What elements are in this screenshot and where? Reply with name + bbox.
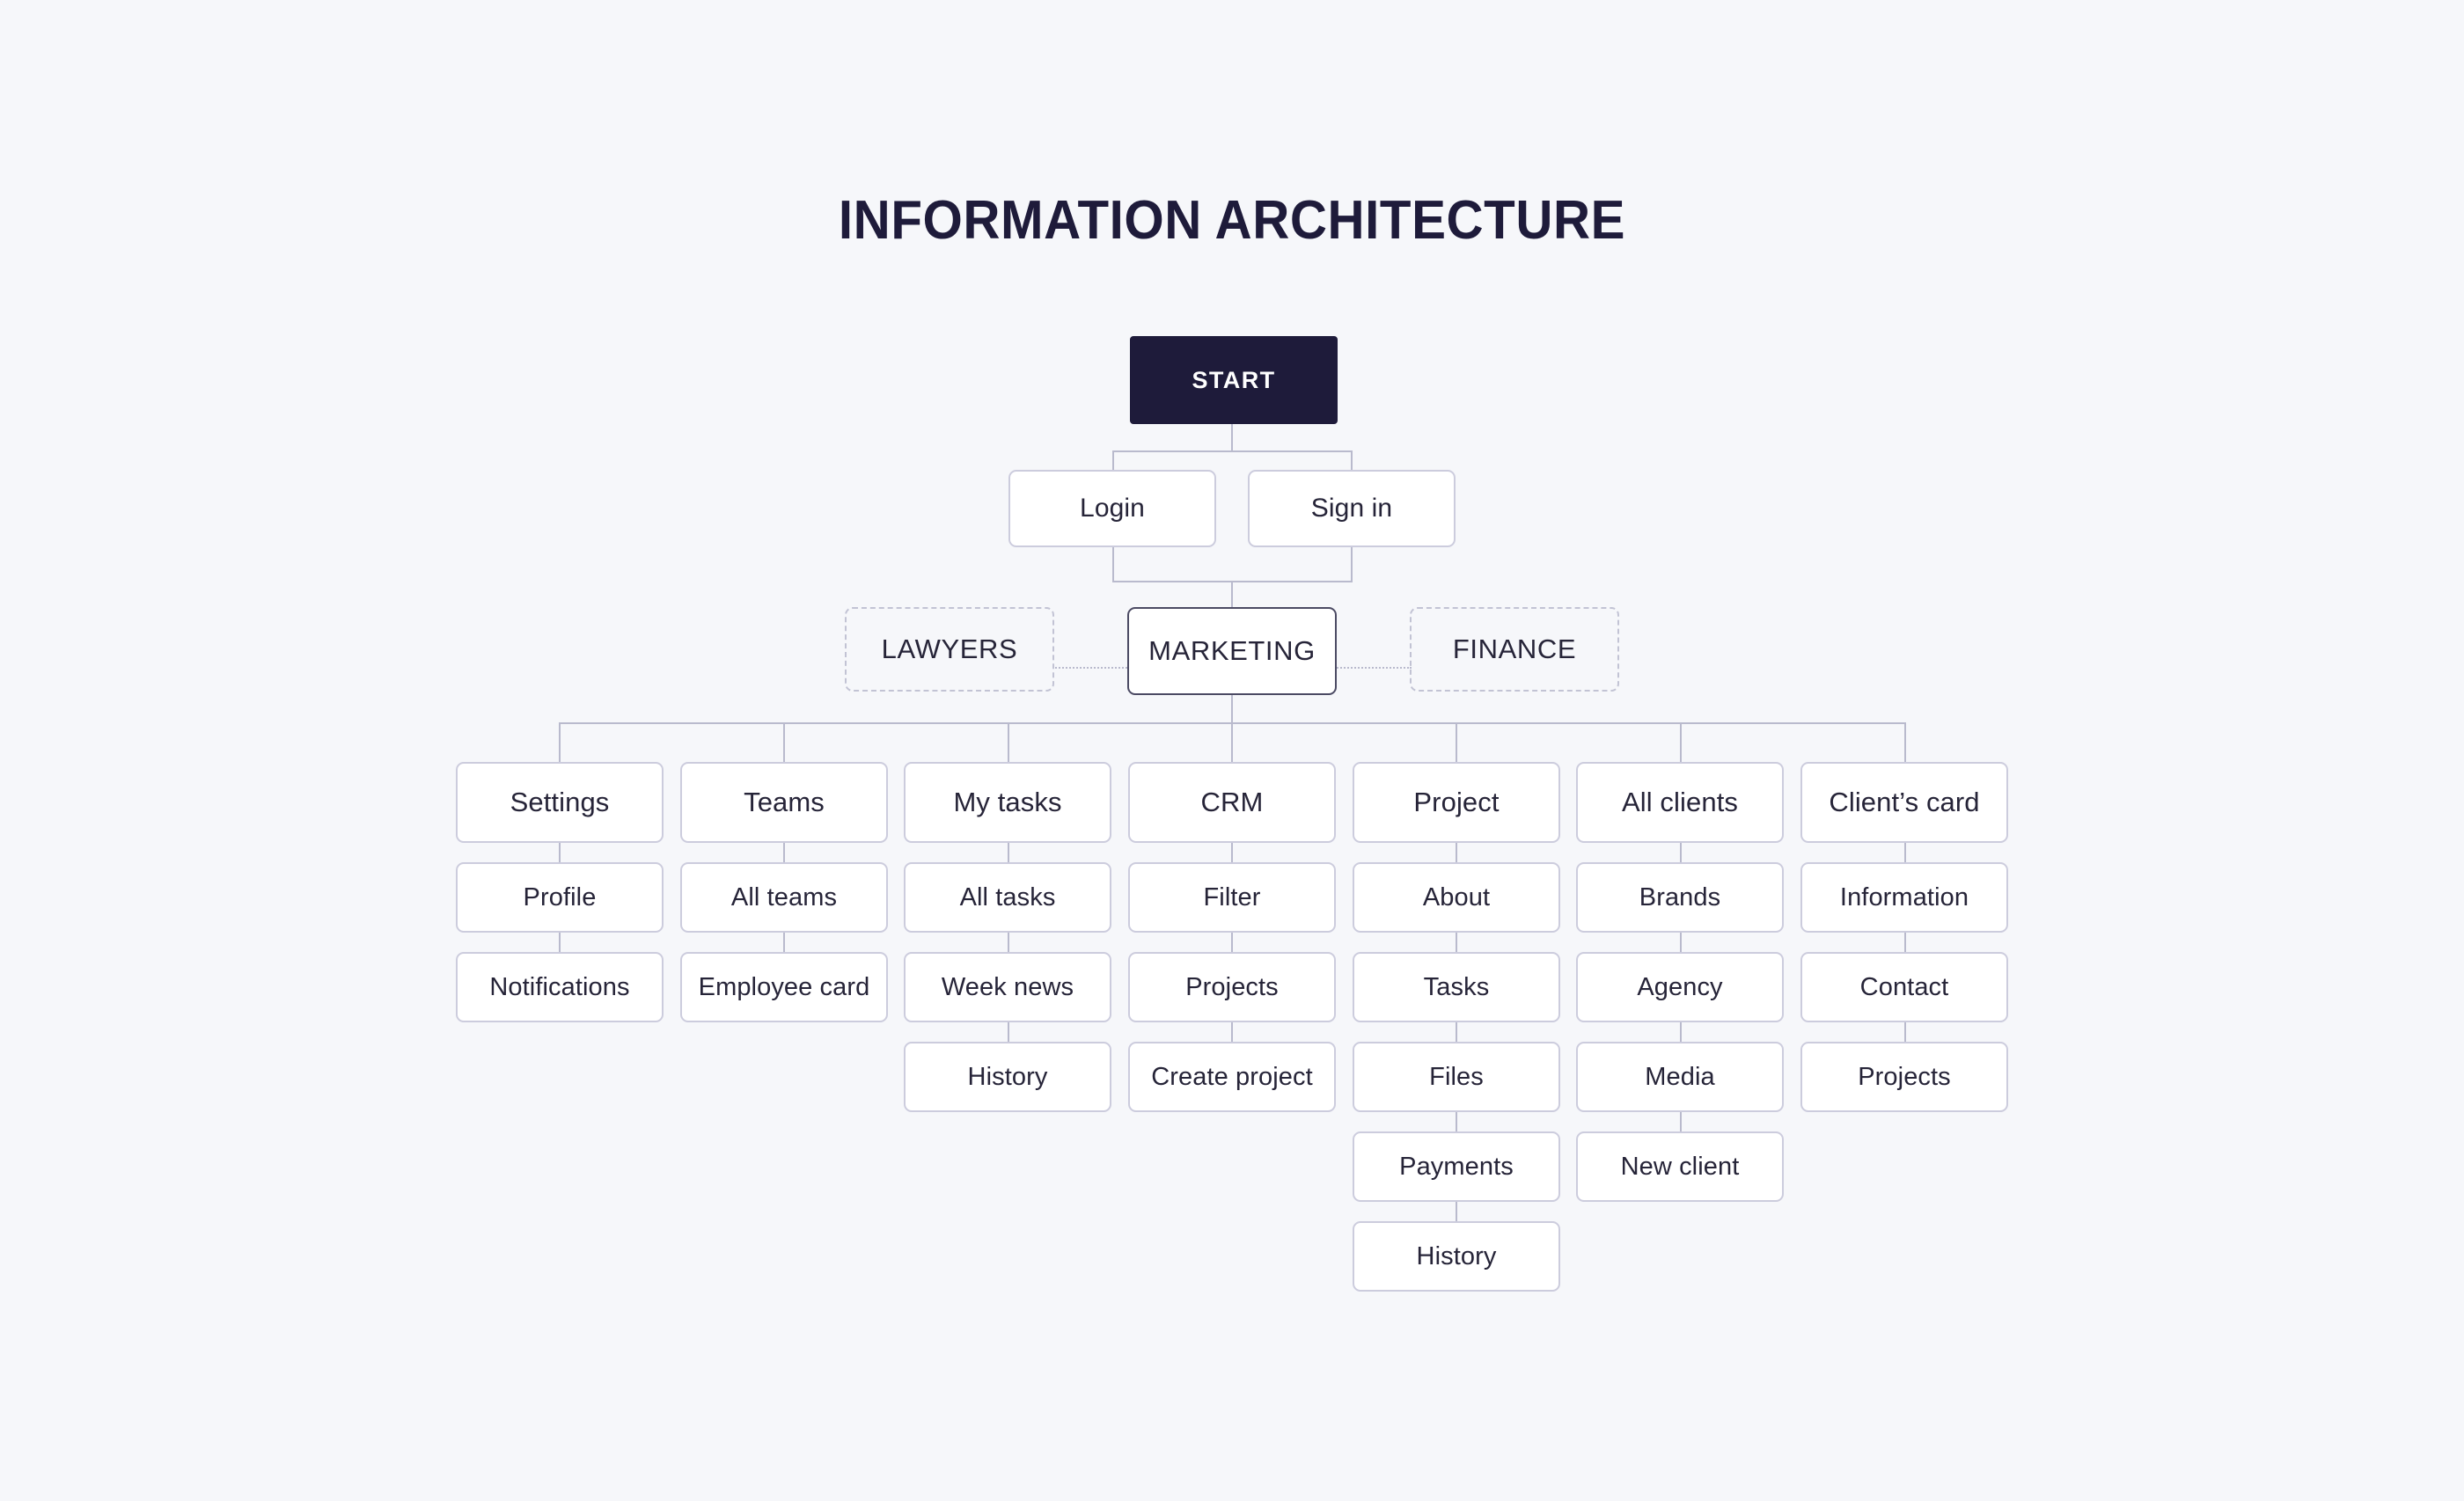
connector-lawyers-dotted [1052, 667, 1158, 669]
node-information[interactable]: Information [1800, 862, 2008, 933]
connector-child-link [783, 843, 785, 862]
connector-finance-dotted [1306, 667, 1412, 669]
connector-start-down [1231, 424, 1233, 451]
node-my-tasks-history[interactable]: History [904, 1042, 1111, 1112]
connector-child-link [1904, 843, 1906, 862]
connector-section-drop [783, 722, 785, 762]
connector-child-link [783, 933, 785, 952]
node-clients-card-projects[interactable]: Projects [1800, 1042, 2008, 1112]
connector-merge-to-marketing [1231, 581, 1233, 612]
connector-login-up-merge [1112, 547, 1114, 582]
connector-child-link [1231, 843, 1233, 862]
node-filter[interactable]: Filter [1128, 862, 1336, 933]
node-lawyers[interactable]: LAWYERS [845, 607, 1054, 692]
node-notifications[interactable]: Notifications [456, 952, 664, 1022]
connector-child-link [559, 933, 561, 952]
connector-login-down [1112, 450, 1114, 470]
node-project[interactable]: Project [1353, 762, 1560, 843]
connector-child-link [1904, 1022, 1906, 1042]
node-crm-projects[interactable]: Projects [1128, 952, 1336, 1022]
connector-child-link [1680, 1112, 1682, 1131]
connector-child-link [1904, 933, 1906, 952]
connector-child-link [1008, 933, 1009, 952]
node-media[interactable]: Media [1576, 1042, 1784, 1112]
connector-section-drop [1231, 722, 1233, 762]
node-finance[interactable]: FINANCE [1410, 607, 1619, 692]
connector-child-link [1456, 933, 1457, 952]
connector-child-link [1456, 1202, 1457, 1221]
connector-marketing-down [1231, 693, 1233, 724]
node-new-client[interactable]: New client [1576, 1131, 1784, 1202]
node-employee-card[interactable]: Employee card [680, 952, 888, 1022]
node-crm[interactable]: CRM [1128, 762, 1336, 843]
connector-section-drop [1904, 722, 1906, 762]
connector-child-link [1456, 843, 1457, 862]
connector-child-link [1008, 843, 1009, 862]
node-project-history[interactable]: History [1353, 1221, 1560, 1292]
node-settings[interactable]: Settings [456, 762, 664, 843]
connector-section-drop [559, 722, 561, 762]
connector-section-drop [1008, 722, 1009, 762]
node-all-tasks[interactable]: All tasks [904, 862, 1111, 933]
connector-child-link [1456, 1112, 1457, 1131]
node-clients-card[interactable]: Client’s card [1800, 762, 2008, 843]
connector-child-link [1231, 1022, 1233, 1042]
node-create-project[interactable]: Create project [1128, 1042, 1336, 1112]
connector-child-link [1680, 843, 1682, 862]
connector-child-link [1680, 1022, 1682, 1042]
connector-signin-up-merge [1351, 547, 1353, 582]
connector-child-link [1456, 1022, 1457, 1042]
node-tasks[interactable]: Tasks [1353, 952, 1560, 1022]
connector-section-drop [1680, 722, 1682, 762]
node-agency[interactable]: Agency [1576, 952, 1784, 1022]
node-payments[interactable]: Payments [1353, 1131, 1560, 1202]
connector-auth-bus [1112, 450, 1352, 452]
connector-section-drop [1456, 722, 1457, 762]
node-sign-in[interactable]: Sign in [1248, 470, 1456, 547]
node-all-clients[interactable]: All clients [1576, 762, 1784, 843]
node-teams[interactable]: Teams [680, 762, 888, 843]
node-contact[interactable]: Contact [1800, 952, 2008, 1022]
node-profile[interactable]: Profile [456, 862, 664, 933]
node-week-news[interactable]: Week news [904, 952, 1111, 1022]
node-about[interactable]: About [1353, 862, 1560, 933]
page-title: INFORMATION ARCHITECTURE [838, 190, 1626, 251]
node-brands[interactable]: Brands [1576, 862, 1784, 933]
node-my-tasks[interactable]: My tasks [904, 762, 1111, 843]
connector-child-link [559, 843, 561, 862]
connector-child-link [1680, 933, 1682, 952]
node-start[interactable]: START [1130, 336, 1338, 424]
node-marketing[interactable]: MARKETING [1127, 607, 1337, 695]
node-files[interactable]: Files [1353, 1042, 1560, 1112]
node-all-teams[interactable]: All teams [680, 862, 888, 933]
connector-signin-down [1351, 450, 1353, 470]
connector-child-link [1008, 1022, 1009, 1042]
connector-child-link [1231, 933, 1233, 952]
node-login[interactable]: Login [1008, 470, 1216, 547]
